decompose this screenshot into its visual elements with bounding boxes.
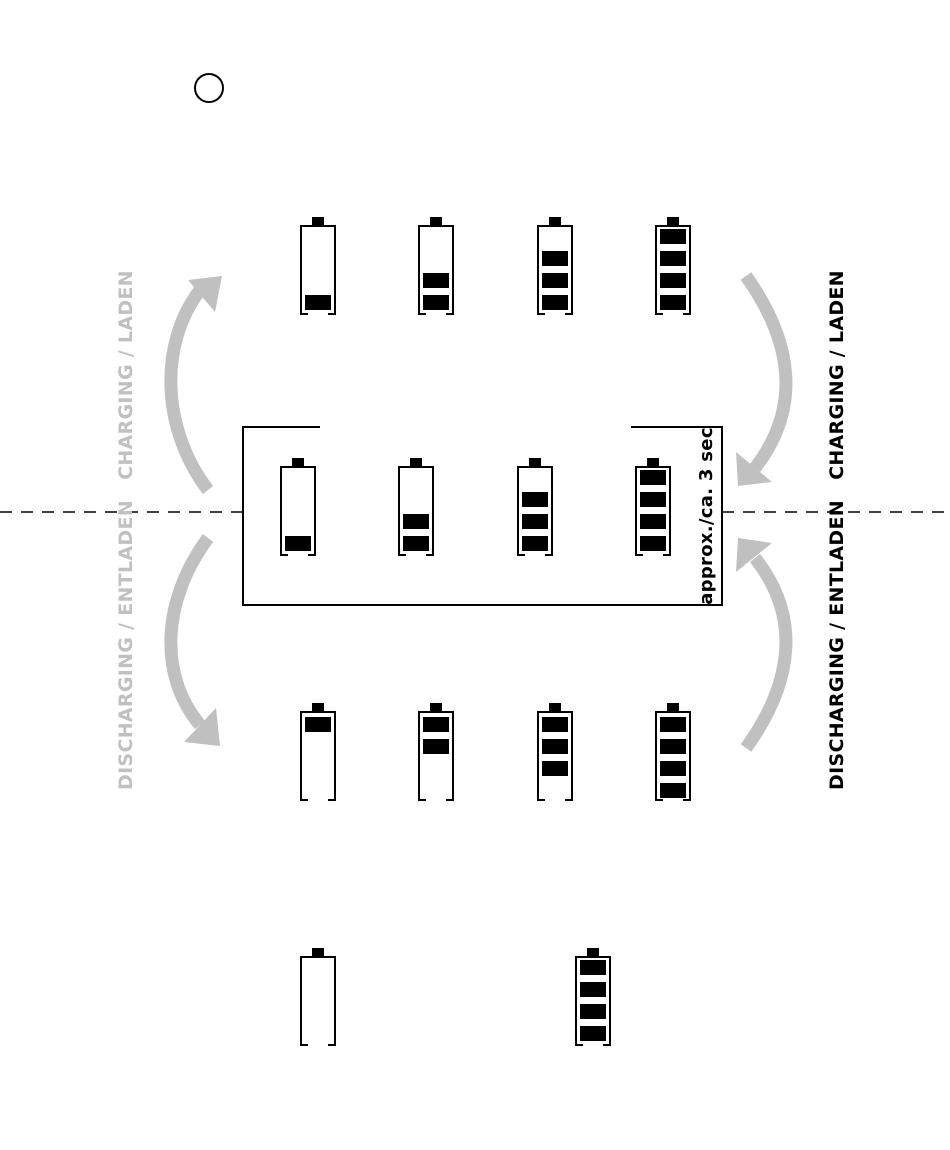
battery-segment	[542, 717, 568, 732]
battery-terminal	[312, 217, 324, 225]
arrow-discharging-right	[746, 558, 786, 748]
battery-segment	[522, 492, 548, 507]
battery-segment	[660, 273, 686, 288]
battery-segment	[423, 295, 449, 310]
label-charging-right: CHARGING / LADEN	[826, 270, 848, 480]
label-duration: approx./ca. 3 sec	[696, 427, 717, 605]
battery-segment	[522, 536, 548, 551]
battery-terminal	[667, 703, 679, 711]
battery-outline	[301, 957, 335, 1045]
battery-segment	[660, 717, 686, 732]
battery-terminal	[430, 217, 442, 225]
battery-indicator-1-icon	[281, 458, 315, 555]
battery-segment	[660, 783, 686, 798]
battery-extremes-2-icon	[576, 948, 610, 1045]
battery-segment	[542, 761, 568, 776]
battery-charging-3-icon	[538, 217, 572, 314]
battery-segment	[542, 251, 568, 266]
battery-segment	[542, 295, 568, 310]
battery-terminal	[312, 948, 324, 956]
battery-terminal	[667, 217, 679, 225]
battery-terminal	[549, 703, 561, 711]
battery-segment	[423, 717, 449, 732]
battery-segment	[423, 739, 449, 754]
battery-segment	[403, 536, 429, 551]
row-discharging	[301, 703, 690, 800]
battery-segment	[580, 960, 606, 975]
battery-discharging-3-icon	[538, 703, 572, 800]
label-charging-left: CHARGING / LADEN	[115, 270, 137, 480]
battery-segment	[640, 470, 666, 485]
arrow-discharging-left	[171, 538, 208, 725]
battery-terminal	[292, 458, 304, 466]
battery-terminal	[587, 948, 599, 956]
battery-segment	[660, 229, 686, 244]
battery-charging-1-icon	[301, 217, 335, 314]
row-charging	[301, 217, 690, 314]
battery-segment	[403, 514, 429, 529]
battery-segment	[640, 514, 666, 529]
battery-segment	[660, 251, 686, 266]
label-discharging-left: DISCHARGING / ENTLADEN	[115, 500, 137, 790]
battery-terminal	[647, 458, 659, 466]
label-discharging-right: DISCHARGING / ENTLADEN	[826, 500, 848, 790]
battery-discharging-2-icon	[419, 703, 453, 800]
battery-terminal	[430, 703, 442, 711]
battery-segment	[305, 295, 331, 310]
battery-indicator-3-icon	[518, 458, 552, 555]
battery-discharging-1-icon	[301, 703, 335, 800]
battery-segment	[285, 536, 311, 551]
battery-extremes-1-icon	[301, 948, 335, 1045]
battery-segment	[640, 492, 666, 507]
battery-charging-2-icon	[419, 217, 453, 314]
arrow-charging-left	[171, 290, 208, 490]
battery-discharging-4-icon	[656, 703, 690, 800]
battery-terminal	[410, 458, 422, 466]
battery-indicator-2-icon	[399, 458, 433, 555]
battery-segment	[580, 982, 606, 997]
battery-segment	[423, 273, 449, 288]
battery-segment	[305, 717, 331, 732]
battery-terminal	[549, 217, 561, 225]
battery-segment	[640, 536, 666, 551]
battery-segment	[580, 1026, 606, 1041]
battery-segment	[660, 739, 686, 754]
row-extremes	[301, 948, 610, 1045]
battery-charging-4-icon	[656, 217, 690, 314]
battery-segment	[660, 761, 686, 776]
arrows	[171, 276, 786, 748]
arrow-charging-right	[746, 276, 786, 468]
battery-segment	[522, 514, 548, 529]
row-indicator	[281, 458, 670, 555]
status-circle-icon	[195, 74, 223, 102]
battery-indicator-4-icon	[636, 458, 670, 555]
battery-segment	[660, 295, 686, 310]
battery-segment	[542, 739, 568, 754]
battery-terminal	[529, 458, 541, 466]
battery-terminal	[312, 703, 324, 711]
battery-segment	[580, 1004, 606, 1019]
battery-segment	[542, 273, 568, 288]
